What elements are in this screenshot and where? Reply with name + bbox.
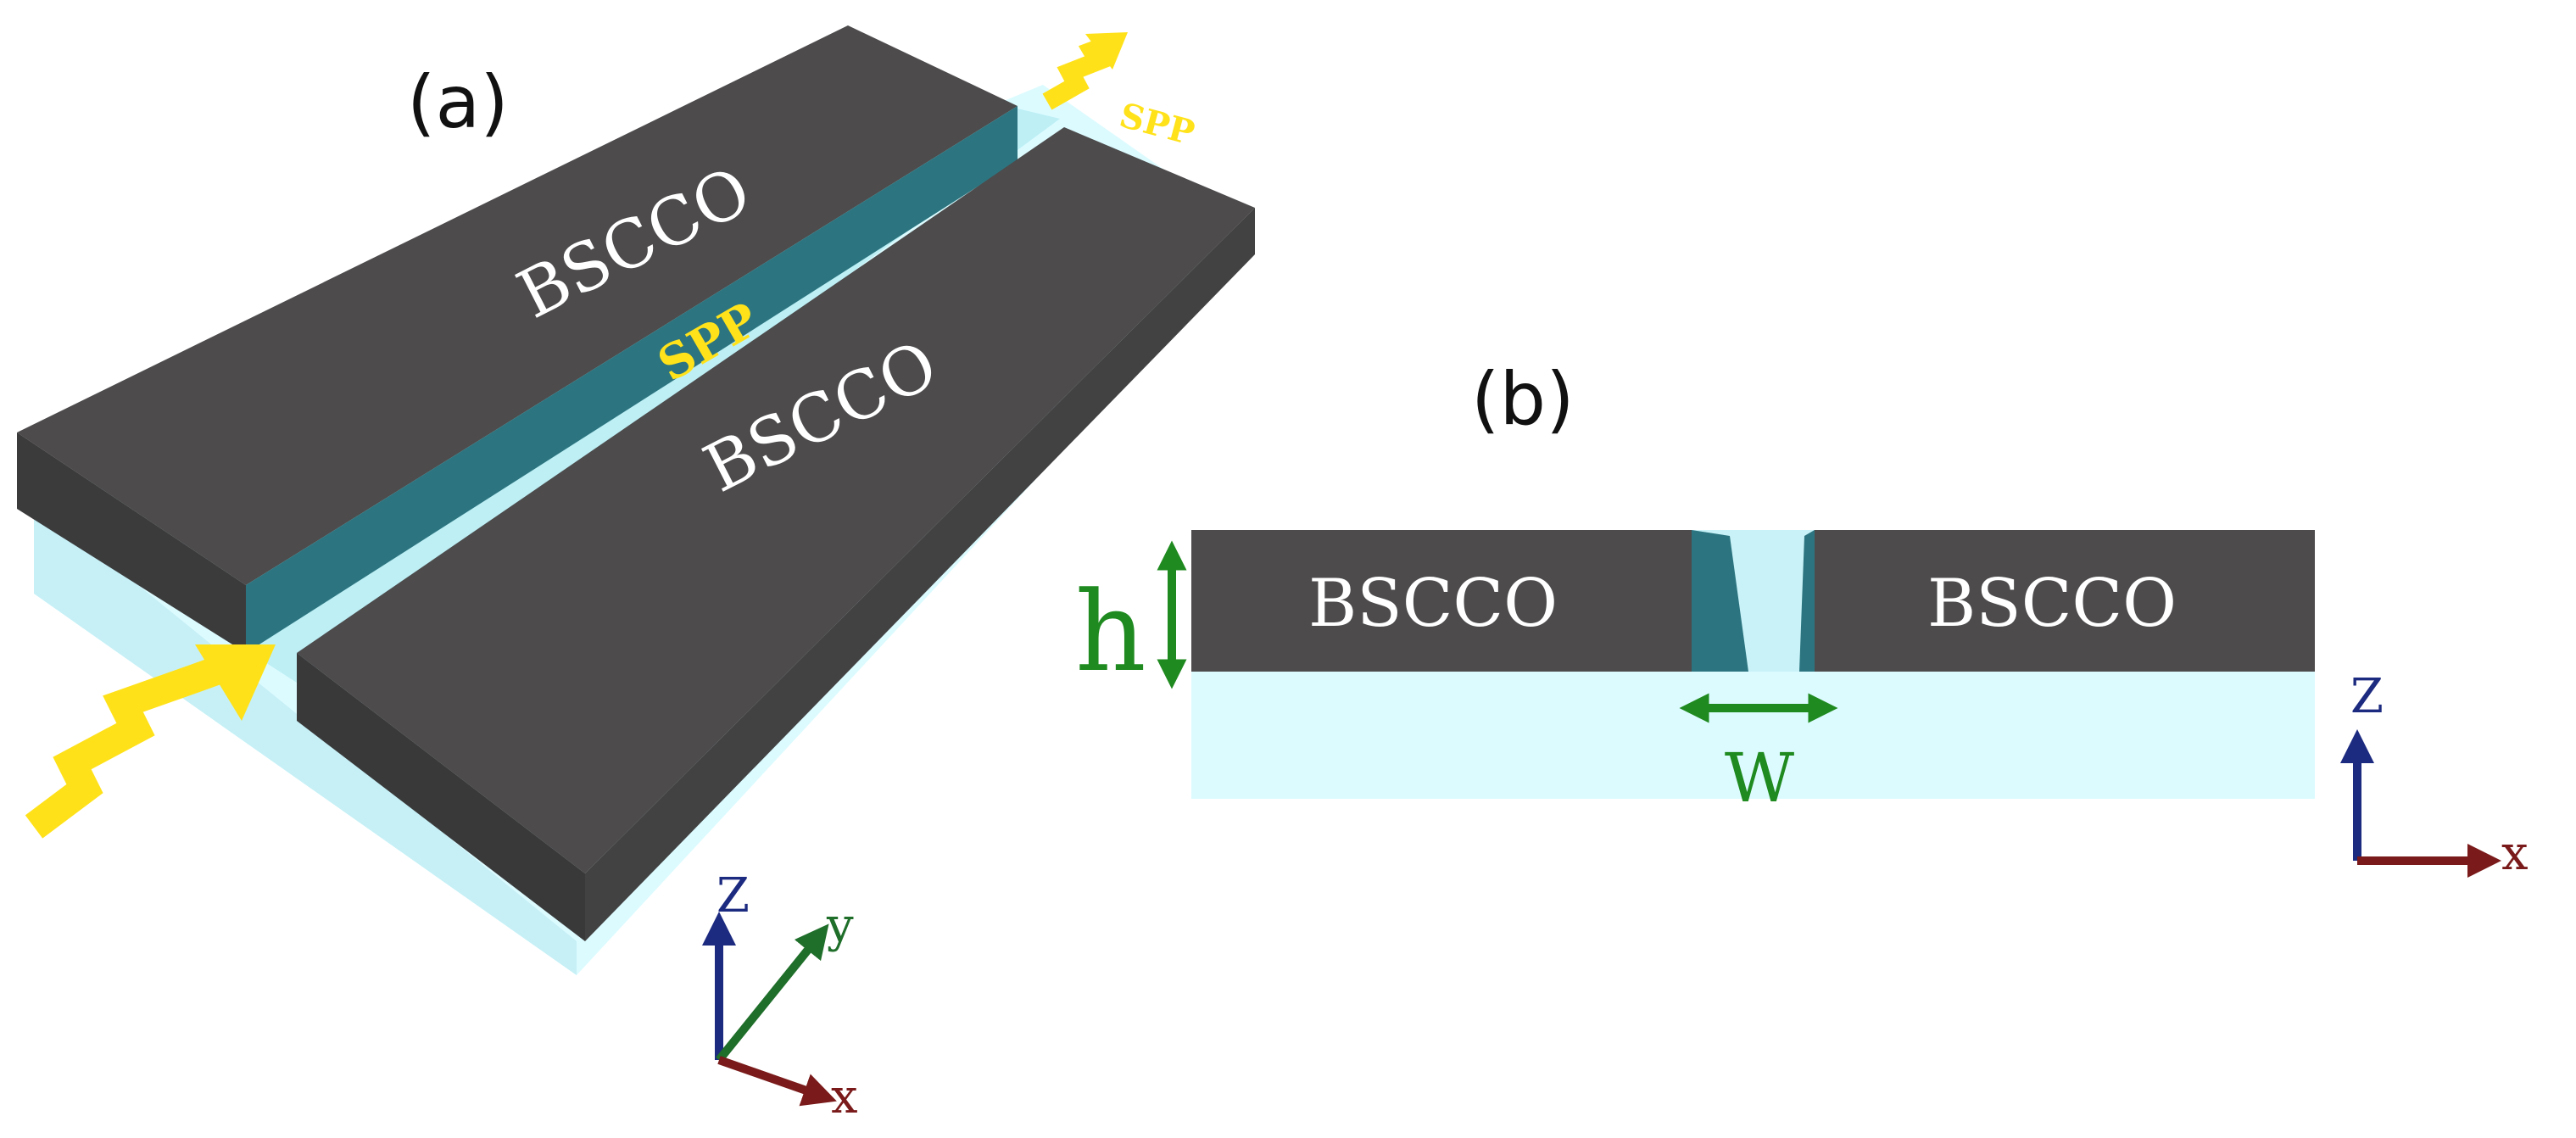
panel-a: BSCCO BSCCO SPP SPP (a) Z y x	[17, 25, 1255, 1124]
axis-x-label-b: x	[2501, 826, 2529, 881]
slab-right-front	[297, 653, 585, 941]
gap-wall-left-b	[1692, 530, 1748, 672]
slab-left-label-b: BSCCO	[1308, 566, 1558, 642]
axis-y-a	[716, 923, 829, 1063]
panel-a-label: (a)	[407, 60, 509, 145]
incoming-wave-arrow	[25, 644, 276, 839]
slab-right-side	[585, 208, 1255, 941]
channel-wall-a	[246, 106, 1018, 653]
panel-b: (b) BSCCO BSCCO h W Z x	[1075, 357, 2529, 881]
substrate-b	[1191, 672, 2315, 799]
slab-left-front	[17, 432, 246, 653]
axes-a: Z y x	[702, 868, 858, 1124]
axis-y-label-a: y	[826, 898, 854, 953]
panel-b-label: (b)	[1471, 357, 1575, 442]
slab-left-top	[17, 25, 1018, 585]
slab-left-b	[1191, 530, 1692, 672]
width-label: W	[1725, 739, 1794, 817]
slab-right-label-b: BSCCO	[1927, 566, 2177, 642]
substrate-a-edge	[34, 500, 577, 975]
axis-x-label-a: x	[831, 1069, 858, 1124]
outgoing-wave-arrow	[1042, 32, 1128, 110]
height-label: h	[1075, 567, 1146, 696]
slab-right-b	[1815, 530, 2315, 672]
slab-right-top	[297, 127, 1255, 873]
axes-b: Z x	[2340, 669, 2529, 881]
axis-z-label-b: Z	[2350, 669, 2384, 724]
axis-x-a	[717, 1056, 837, 1107]
axis-z-label-a: Z	[716, 868, 750, 923]
gap-wall-right-b	[1799, 530, 1815, 672]
